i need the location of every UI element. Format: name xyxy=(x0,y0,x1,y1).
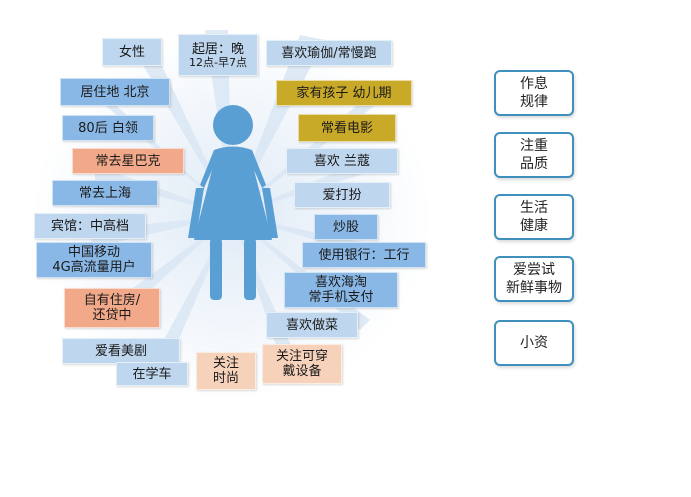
category-try-new-things: 爱尝试新鲜事物 xyxy=(494,256,574,302)
tag-age: 80后 白领 xyxy=(62,115,154,141)
tag-dressup: 爱打扮 xyxy=(294,182,390,208)
category-healthy-living: 生活健康 xyxy=(494,194,574,240)
tag-wearables: 关注可穿 戴设备 xyxy=(262,344,342,384)
tag-cooking: 喜欢做菜 xyxy=(266,312,358,338)
category-regular-routine: 作息规律 xyxy=(494,70,574,116)
tag-stocks: 炒股 xyxy=(314,214,378,240)
tag-starbucks: 常去星巴克 xyxy=(72,148,184,174)
category-quality: 注重品质 xyxy=(494,132,574,178)
tag-housing: 自有住房/ 还贷中 xyxy=(64,288,160,328)
tag-tv: 爱看美剧 xyxy=(62,338,180,364)
tag-yoga: 喜欢瑜伽/常慢跑 xyxy=(266,40,392,66)
category-petty-bourgeois: 小资 xyxy=(494,320,574,366)
tag-fashion: 关注 时尚 xyxy=(196,352,256,390)
tag-shanghai: 常去上海 xyxy=(52,180,158,206)
tag-hotel: 宾馆：中高档 xyxy=(34,213,146,239)
tag-mobile: 中国移动 4G高流量用户 xyxy=(36,242,152,278)
tag-haitao: 喜欢海淘 常手机支付 xyxy=(284,272,398,308)
tag-gender: 女性 xyxy=(102,38,162,66)
tag-residence: 居住地 北京 xyxy=(60,78,170,106)
tag-schedule: 起居：晚 12点-早7点 xyxy=(178,34,258,76)
tag-driving: 在学车 xyxy=(116,362,188,386)
tag-movies: 常看电影 xyxy=(298,114,396,142)
tag-lancome: 喜欢 兰蔻 xyxy=(286,148,398,174)
tag-bank: 使用银行：工行 xyxy=(302,242,426,268)
tag-kids: 家有孩子 幼儿期 xyxy=(276,80,412,106)
